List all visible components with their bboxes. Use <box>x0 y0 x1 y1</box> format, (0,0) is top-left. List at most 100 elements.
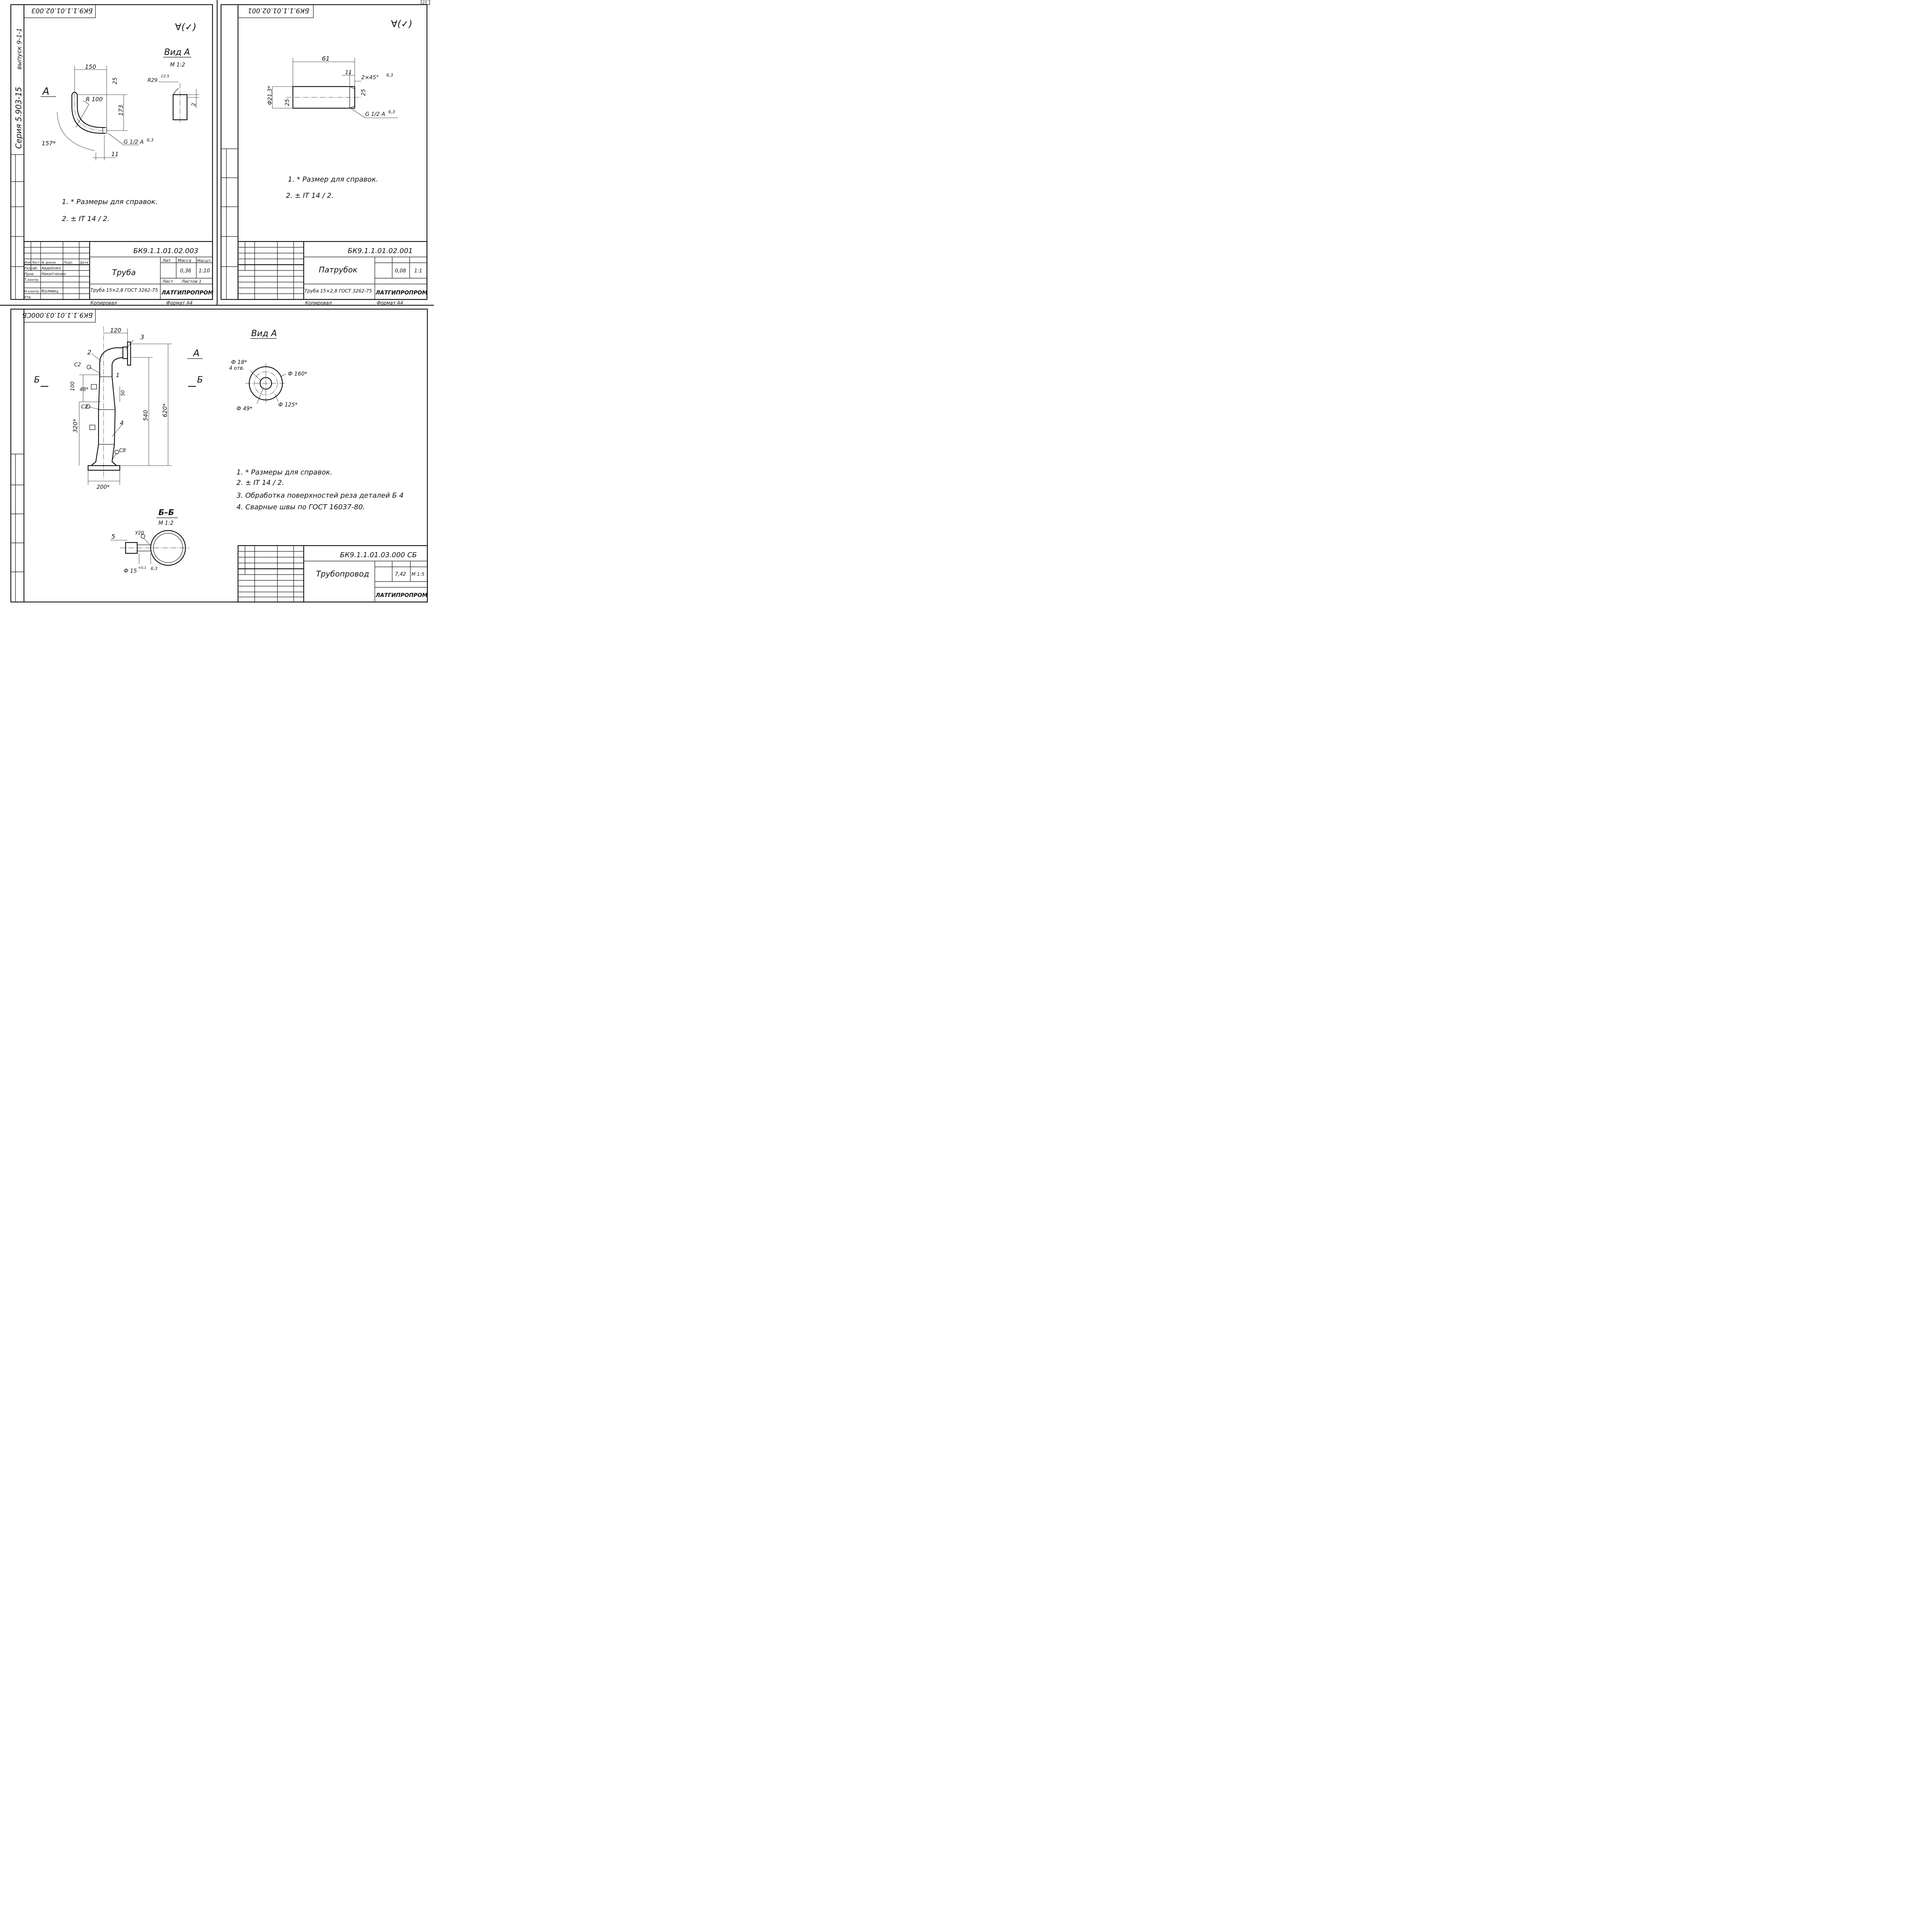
sheet1-tb-role-2: Т.контр. <box>24 278 39 282</box>
sheet1-view-letter: А <box>42 86 49 97</box>
sheet2-side-stamp <box>221 148 238 299</box>
part-2: 2 <box>87 349 91 356</box>
dim-25: 25 <box>112 77 118 84</box>
dim-25-c: 25 <box>284 99 291 106</box>
dim-48: 48* <box>80 387 89 393</box>
sheet3-note-3: 3. Обработка поверхностей реза деталей Б… <box>236 492 403 500</box>
dim-f18: Ф 18* <box>231 359 247 366</box>
sheet1-dimensions <box>57 66 139 160</box>
sheet1-tb-col-izm: Изм <box>24 261 31 264</box>
dim-holes: 4 отв. <box>229 366 245 371</box>
weld-mark-c8 <box>114 450 119 454</box>
section-letter-left: Б <box>34 375 40 385</box>
part-1: 1 <box>116 372 120 379</box>
dim-f49: Ф 49* <box>236 406 252 412</box>
sheet1-copied: Копировал <box>90 300 117 306</box>
sheet1-tb-col-sign: Подп. <box>64 261 73 264</box>
sheet3-tb-mass: 7,42 <box>395 571 406 577</box>
sheet1-tb-scale: 1:10 <box>199 268 210 274</box>
dim-f160: Ф 160* <box>288 371 307 377</box>
section-title: Б–Б <box>158 508 174 517</box>
sheet1-tb-person-1: Никитченко <box>41 272 66 276</box>
dim-tol: +0,1 <box>138 566 146 570</box>
weld-mark-c2a <box>87 365 91 369</box>
sheet3-rough-63: 6,3 <box>151 566 158 571</box>
view-a-detail <box>158 82 199 124</box>
rough-125: 12,5 <box>161 74 169 78</box>
sheet3-view-title: Вид А <box>251 329 277 338</box>
dim-540: 540 <box>142 410 149 421</box>
drawing-sheet: 21 выпуск 9-1-1 Серия 5.903-15 БК9.1.1.0… <box>0 0 434 603</box>
sheet2-tb-org: ЛАТГИПРОПРОМ <box>375 290 427 296</box>
pipe-bend-drawing <box>71 92 107 134</box>
dim-25-b: 25 <box>361 89 367 96</box>
weld-c2b: С2 <box>81 404 88 410</box>
sheet1-code-rotated: БК9.1.1.01.02.003 <box>31 7 93 14</box>
part-5: 5 <box>111 533 115 540</box>
sheet1-tb-role-4: Н.контр. <box>24 290 40 294</box>
sheet3-code-box <box>24 309 96 323</box>
sheet3-view-letter: А <box>192 348 199 359</box>
dim-r29: R29 <box>148 78 158 83</box>
nipple-drawing <box>286 86 361 109</box>
dim-61: 61 <box>322 55 330 62</box>
sheet2-thread: G 1/2 A <box>365 111 385 117</box>
dim-620: 620* <box>162 403 168 417</box>
sheet1-view-scale: М 1:2 <box>170 62 185 68</box>
sheet2-frame <box>220 4 428 300</box>
dim-11: 11 <box>111 151 119 158</box>
dim-r100: R 100 <box>86 96 103 103</box>
sheet2-copied: Копировал <box>305 300 332 306</box>
sheet1-side-stamp <box>11 154 24 299</box>
sheet1-roughness-mark: ∀(✓) <box>175 22 196 32</box>
sheet1-tb-code: БК9.1.1.01.02.003 <box>133 247 198 255</box>
sheet1-tb-col-doc: № докум. <box>41 261 56 264</box>
page-number-box <box>421 0 430 5</box>
sheet2-roughness-mark: ∀(✓) <box>391 19 412 29</box>
dim-2: 2 <box>191 103 197 106</box>
sheet3-tb-name: Трубопровод <box>316 569 369 578</box>
sheet1-tb-material: Труба 15×2,8 ГОСТ 3262-75 <box>90 287 158 293</box>
dim-f125: Ф 125* <box>278 402 298 408</box>
sheet3-dimensions <box>41 328 203 485</box>
sheet1-format: Формат А4 <box>166 300 192 306</box>
series-label: Серия 5.903-15 <box>14 87 23 149</box>
sheet3-title-block <box>237 545 428 603</box>
sheet3-code-rotated: БК9.1.1.01.03.000СБ <box>22 311 93 319</box>
part-3: 3 <box>140 333 144 341</box>
sheet1-tb-scale-label: Масшт. <box>197 259 212 263</box>
sheet1-tb-mass-label: Масса <box>178 258 191 263</box>
sheet3-tb-org: ЛАТГИПРОПРОМ <box>375 592 427 599</box>
sheet1-tb-col-list: Лист <box>31 261 40 264</box>
sheet1-tb-role-1: Пров. <box>24 272 34 276</box>
dim-173: 173 <box>117 105 124 116</box>
dim-f15: Ф 15 <box>124 568 137 574</box>
section-scale: М 1:2 <box>158 520 173 526</box>
sheet2-code-box <box>238 4 314 18</box>
sheet1-tb-lit-label: Лит <box>162 258 171 263</box>
sheet1-note-1: 1. * Размеры для справок. <box>62 198 158 206</box>
sheet2-rough-63: 6,3 <box>386 73 393 78</box>
sheet2-note-1: 1. * Размер для справок. <box>288 175 378 184</box>
sheet1-title-block <box>23 241 213 300</box>
flange-view <box>245 363 286 404</box>
part-4: 4 <box>120 419 124 427</box>
dim-320: 320* <box>72 418 79 433</box>
section-letter-right: Б <box>197 375 203 385</box>
section-bb-drawing <box>110 530 189 566</box>
sheet1-tb-sheet-label: Лист <box>162 279 173 284</box>
sheet2-tb-name: Патрубок <box>319 265 357 274</box>
dim-11-b: 11 <box>345 70 352 76</box>
sheet2-title-block <box>237 241 428 300</box>
page-number: 21 <box>422 1 427 5</box>
dim-chamfer: 2×45° <box>361 75 379 81</box>
sheet1-thread: G 1/2 A <box>124 139 144 145</box>
sheet2-rough-63b: 6,3 <box>388 109 395 114</box>
sheet1-tb-sheets-label: Листов 1 <box>181 279 202 284</box>
issue-label: выпуск 9-1-1 <box>15 28 23 70</box>
sheet1-tb-mass: 0,36 <box>180 268 191 274</box>
sheet2-code-rotated: БК9.1.1.01.02.001 <box>248 7 309 14</box>
sheet3-tb-code: БК9.1.1.01.03.000 СБ <box>340 551 417 559</box>
weld-u20: У20 <box>135 530 144 536</box>
sheet2-tb-code: БК9.1.1.01.02.001 <box>348 247 413 255</box>
